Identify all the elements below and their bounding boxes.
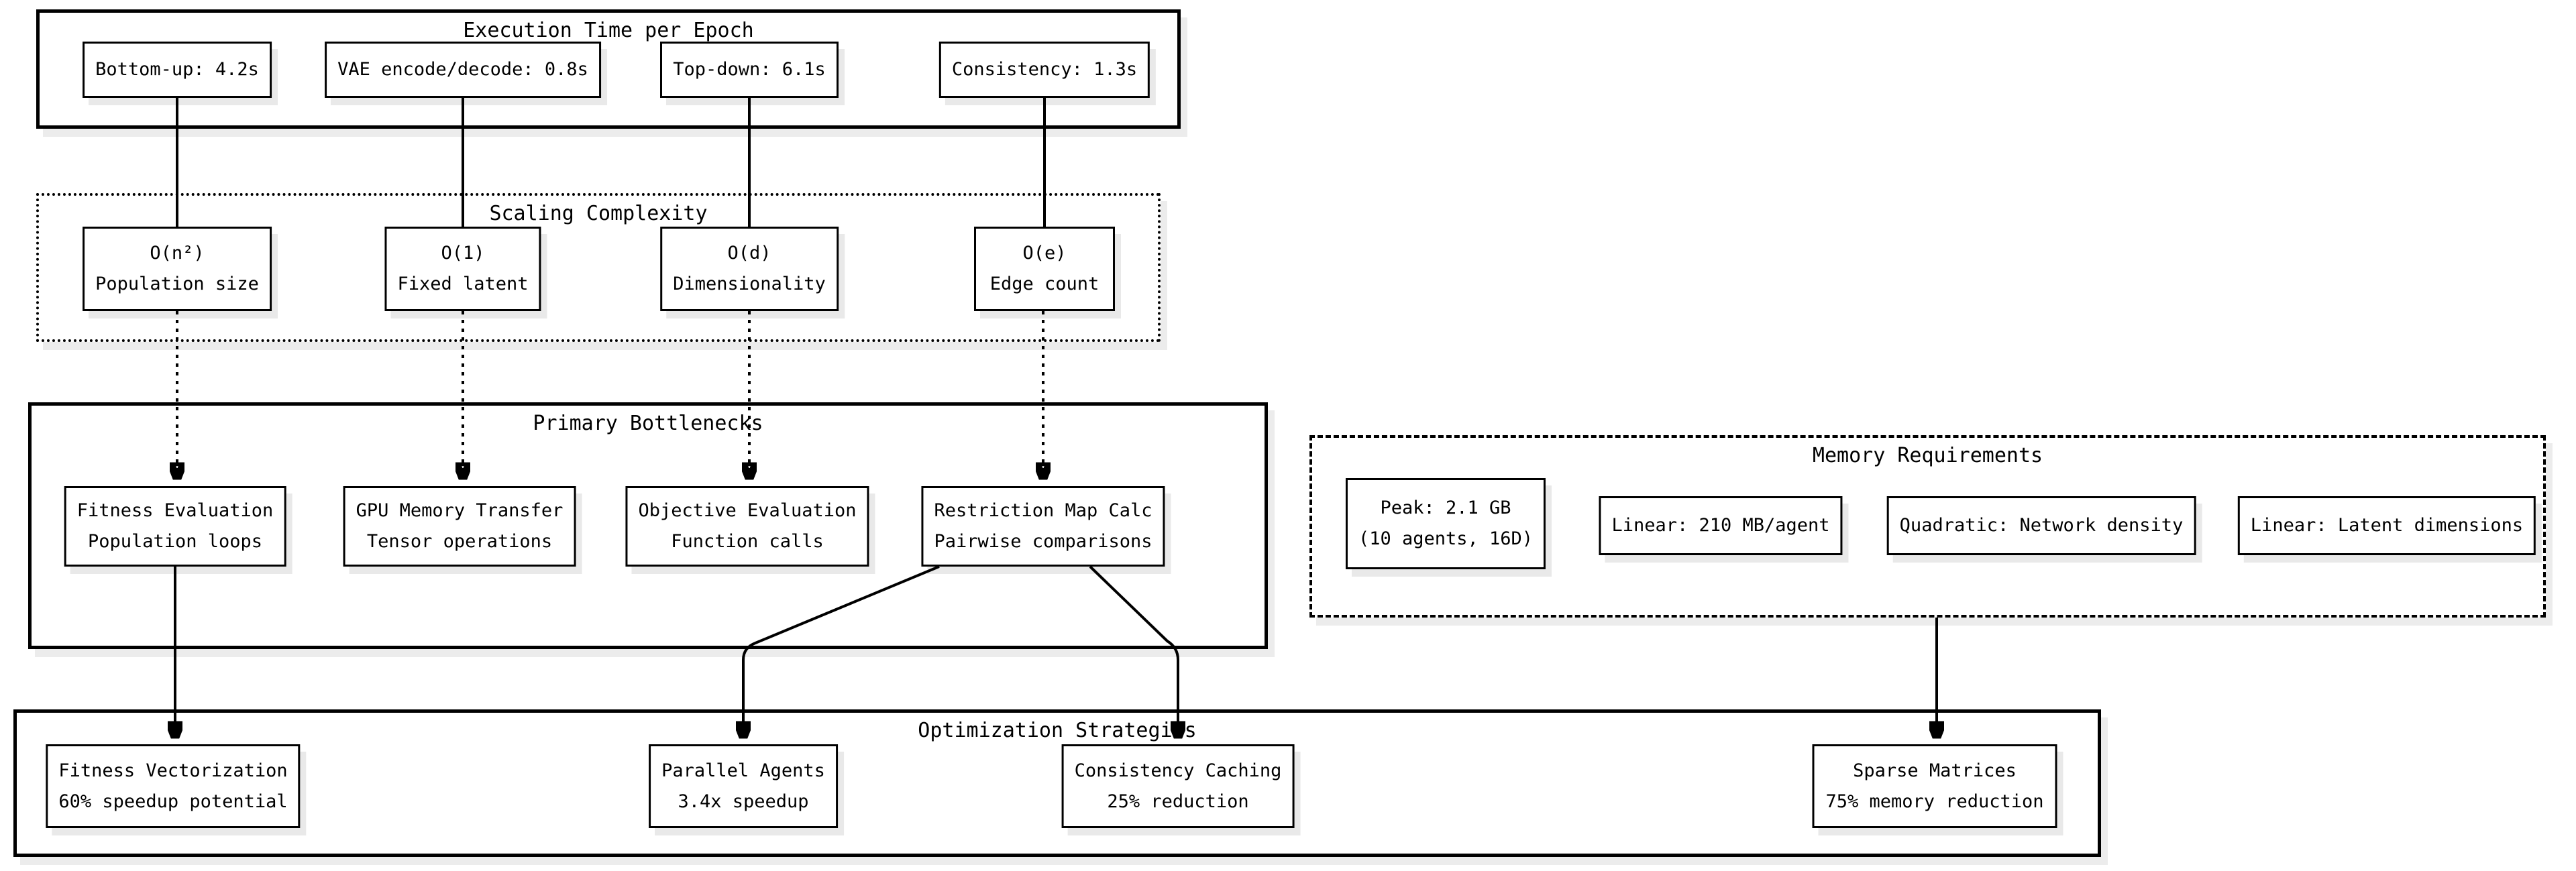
node-consistency-caching: Consistency Caching 25% reduction <box>1061 744 1295 828</box>
node-bottom-up: Bottom-up: 4.2s <box>83 42 272 98</box>
group-title-execution-time: Execution Time per Epoch <box>463 19 754 42</box>
node-population-size: O(n²) Population size <box>83 227 272 311</box>
node-top-down: Top-down: 6.1s <box>660 42 839 98</box>
node-objective-evaluation: Objective Evaluation Function calls <box>625 486 869 567</box>
node-quadratic-network-density: Quadratic: Network density <box>1886 496 2196 555</box>
node-parallel-agents: Parallel Agents 3.4x speedup <box>649 744 838 828</box>
node-fixed-latent: O(1) Fixed latent <box>384 227 541 311</box>
node-vae-encode-decode: VAE encode/decode: 0.8s <box>325 42 601 98</box>
node-fitness-evaluation: Fitness Evaluation Population loops <box>64 486 286 567</box>
node-linear-per-agent: Linear: 210 MB/agent <box>1599 496 1843 555</box>
node-restriction-map-calc: Restriction Map Calc Pairwise comparison… <box>921 486 1165 567</box>
group-optimization-strategies: Optimization Strategies <box>13 709 2101 857</box>
group-title-memory-requirements: Memory Requirements <box>1812 444 2043 467</box>
node-peak-memory: Peak: 2.1 GB (10 agents, 16D) <box>1345 478 1546 569</box>
node-sparse-matrices: Sparse Matrices 75% memory reduction <box>1812 744 2057 828</box>
node-gpu-memory-transfer: GPU Memory Transfer Tensor operations <box>343 486 576 567</box>
node-dimensionality: O(d) Dimensionality <box>660 227 839 311</box>
node-fitness-vectorization: Fitness Vectorization 60% speedup potent… <box>46 744 301 828</box>
group-title-primary-bottlenecks: Primary Bottlenecks <box>533 412 763 435</box>
node-edge-count: O(e) Edge count <box>974 227 1115 311</box>
group-title-optimization-strategies: Optimization Strategies <box>918 719 1197 742</box>
node-consistency: Consistency: 1.3s <box>938 42 1150 98</box>
group-title-scaling-complexity: Scaling Complexity <box>489 202 708 225</box>
node-linear-latent-dimensions: Linear: Latent dimensions <box>2237 496 2536 555</box>
